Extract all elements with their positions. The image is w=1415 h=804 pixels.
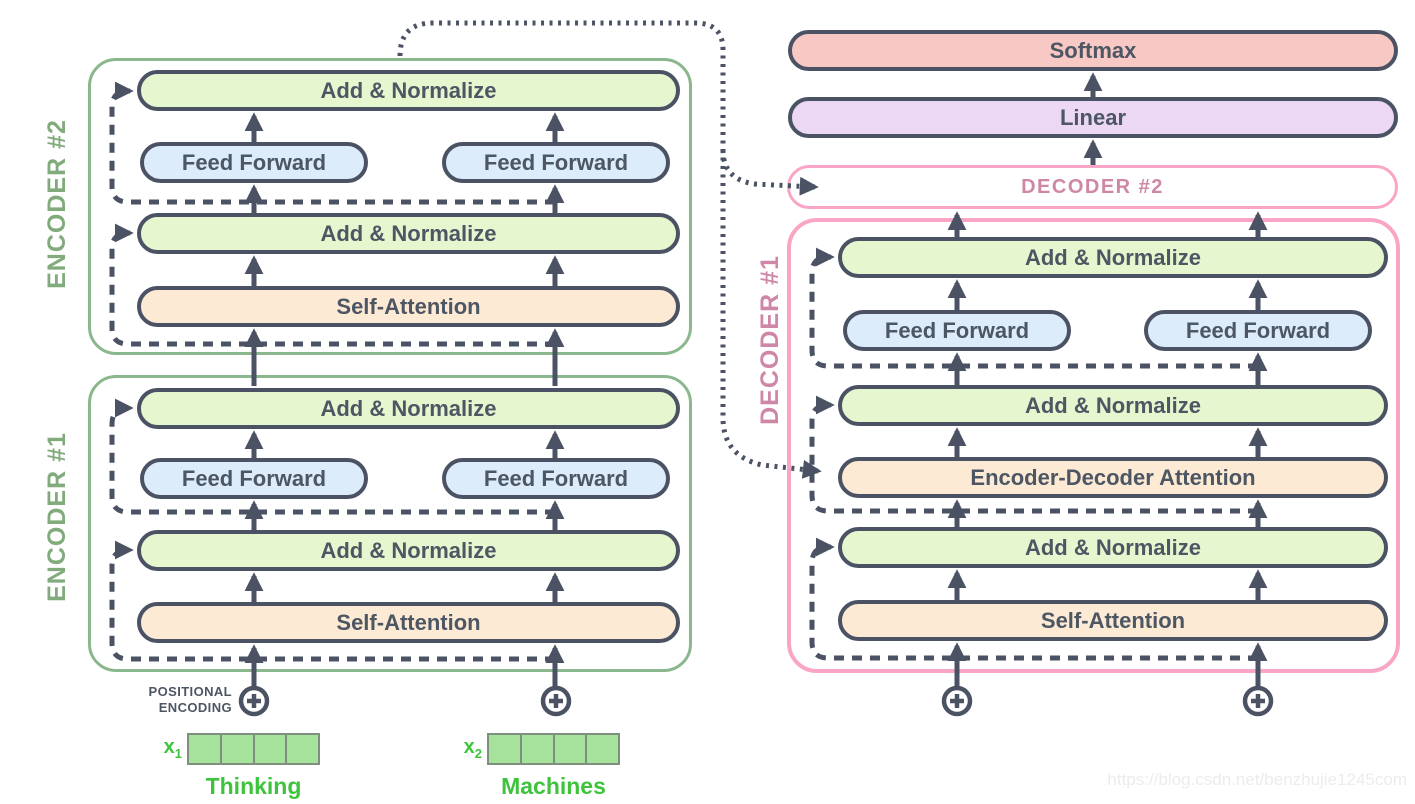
x1-embedding-vector (187, 733, 320, 765)
encoder1-add-normalize-top-block: Add & Normalize (137, 388, 680, 429)
encoder2-feed-forward-left-block: Feed Forward (140, 142, 368, 183)
x2-label: x2 (463, 736, 482, 761)
encoder2-feed-forward-right-block: Feed Forward (442, 142, 670, 183)
encoder1-add-normalize-mid-block: Add & Normalize (137, 530, 680, 571)
watermark-text: https://blog.csdn.net/benzhujie1245com (1107, 770, 1407, 789)
decoder1-self-attention-block: Self-Attention (838, 600, 1388, 641)
softmax-block: Softmax (788, 30, 1398, 71)
decoder1-add-normalize-bottom-block: Add & Normalize (838, 527, 1388, 568)
encoder-2-side-label: ENCODER #2 (43, 119, 71, 289)
token-word-thinking: Thinking (205, 773, 302, 799)
decoder-2-box: DECODER #2 (787, 165, 1398, 209)
decoder1-add-normalize-mid-block: Add & Normalize (838, 385, 1388, 426)
encoder2-add-normalize-mid-block: Add & Normalize (137, 213, 680, 254)
positional-encoding-label: POSITIONAL ENCODING (148, 684, 232, 715)
decoder1-feed-forward-right-block: Feed Forward (1144, 310, 1372, 351)
token-word-machines: Machines (501, 773, 606, 799)
positional-encoding-adders (238, 685, 1274, 717)
plus-circle-icon (1242, 685, 1274, 717)
x2-embedding-vector (487, 733, 620, 765)
decoder1-feed-forward-left-block: Feed Forward (843, 310, 1071, 351)
decoder-1-side-label: DECODER #1 (756, 255, 784, 425)
plus-circle-icon (540, 685, 572, 717)
encoder1-feed-forward-left-block: Feed Forward (140, 458, 368, 499)
decoder1-encoder-decoder-attention-block: Encoder-Decoder Attention (838, 457, 1388, 498)
encoder1-self-attention-block: Self-Attention (137, 602, 680, 643)
x1-label: x1 (163, 736, 182, 761)
encoder-1-side-label: ENCODER #1 (43, 432, 71, 602)
decoder-2-label: DECODER #2 (1021, 175, 1164, 198)
encoder1-feed-forward-right-block: Feed Forward (442, 458, 670, 499)
decoder1-add-normalize-top-block: Add & Normalize (838, 237, 1388, 278)
plus-circle-icon (238, 685, 270, 717)
linear-block: Linear (788, 97, 1398, 138)
encoder2-self-attention-block: Self-Attention (137, 286, 680, 327)
encoder2-add-normalize-top-block: Add & Normalize (137, 70, 680, 111)
plus-circle-icon (941, 685, 973, 717)
